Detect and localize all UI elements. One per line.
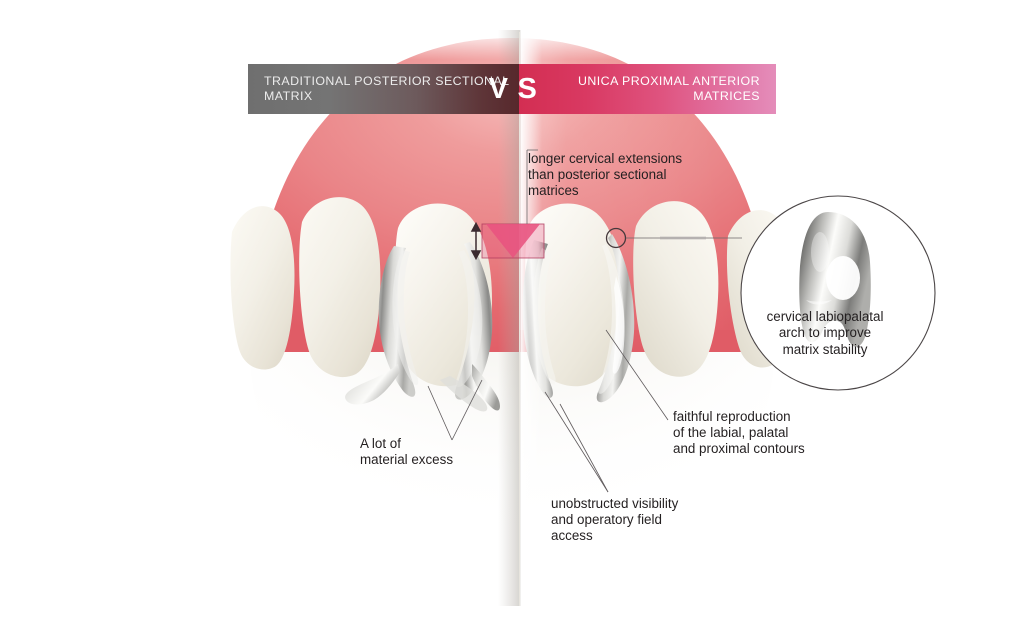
inset-callout-link (605, 227, 742, 249)
annotation-inset-caption: cervical labiopalatal arch to improve ma… (766, 309, 884, 357)
center-divider (498, 30, 542, 606)
measure-arrow-icon (470, 221, 482, 261)
banner-right-unica: UNICA PROXIMAL ANTERIOR MATRICES (519, 64, 776, 114)
annotation-faithful-reproduction: faithful reproduction of the labial, pal… (673, 409, 805, 457)
magnified-inset (740, 195, 936, 391)
annotation-cervical-extensions: longer cervical extensions than posterio… (528, 151, 683, 199)
comparison-banner: TRADITIONAL POSTERIOR SECTIONAL MATRIX U… (248, 64, 776, 114)
annotation-material-excess: A lot of material excess (360, 436, 454, 468)
annotation-unobstructed-visibility: unobstructed visibility and operatory fi… (551, 496, 679, 544)
tooth-far-left (230, 206, 295, 370)
callout-circle-icon (605, 227, 627, 249)
cervical-extension-marker (470, 149, 545, 261)
banner-left-label: TRADITIONAL POSTERIOR SECTIONAL MATRIX (264, 73, 510, 103)
annotation-leader-lines (427, 329, 669, 493)
tooth-right-central (525, 203, 622, 387)
banner-left-traditional: TRADITIONAL POSTERIOR SECTIONAL MATRIX (248, 64, 519, 114)
tooth-right-lateral (633, 201, 719, 377)
banner-right-label: UNICA PROXIMAL ANTERIOR MATRICES (577, 73, 760, 103)
tooth-left-lateral (299, 197, 381, 378)
traditional-matrix-bands (345, 242, 500, 412)
